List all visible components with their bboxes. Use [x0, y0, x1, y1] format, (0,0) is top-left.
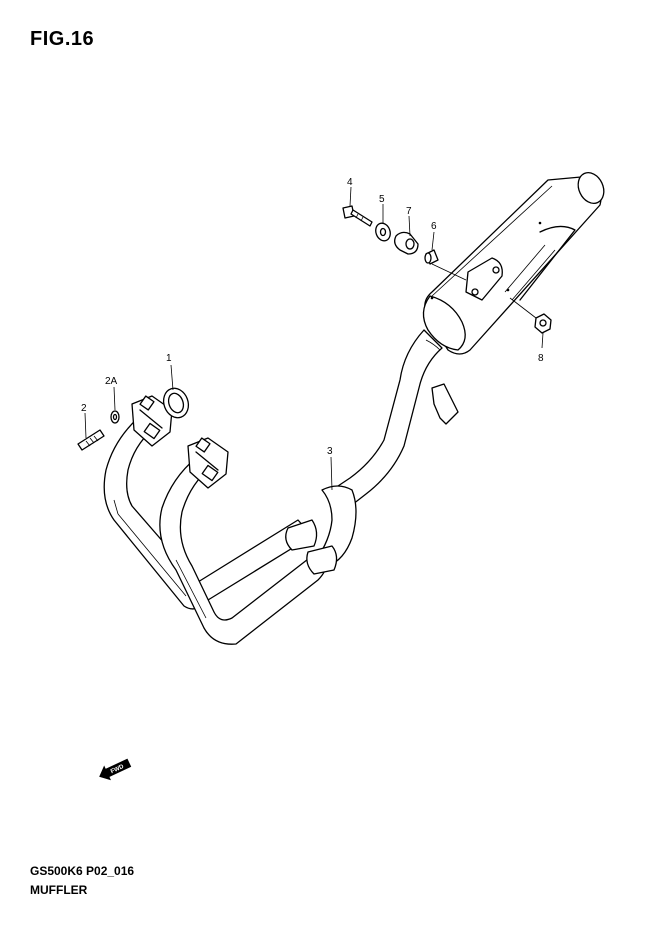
leader-lines: [84, 186, 544, 491]
muffler-body: [422, 171, 605, 355]
callout-5: 5: [379, 194, 385, 205]
callout-2: 2: [81, 403, 87, 414]
figure-title: FIG.16: [30, 28, 95, 50]
forward-arrow-icon: FWD: [99, 758, 132, 781]
callout-3: 3: [327, 446, 333, 457]
gasket-ring: [162, 387, 190, 419]
callout-6: 6: [431, 221, 437, 232]
exhaust-flange-right: [187, 437, 229, 489]
callout-8: 8: [538, 353, 544, 364]
figure-name: MUFFLER: [30, 883, 88, 897]
header-pipe-right: [159, 457, 328, 645]
muffler-bolt: [342, 205, 373, 227]
exhaust-flange-left: [131, 395, 173, 447]
muffler-nut: [534, 313, 552, 334]
crossover-joint: [285, 519, 338, 575]
stud-bolt: [77, 429, 105, 451]
callout-4: 4: [347, 177, 353, 188]
muffler-washer: [375, 222, 391, 242]
callout-7: 7: [406, 206, 412, 217]
stud-washer: [110, 410, 120, 424]
muffler-cushion: [394, 231, 419, 255]
muffler-collar: [424, 249, 439, 265]
forward-label: FWD: [110, 764, 126, 775]
callout-2a: 2A: [105, 376, 118, 387]
figure-code: GS500K6 P02_016: [30, 864, 135, 878]
collector: [315, 485, 357, 567]
callout-labels: 1 2 2A 3 4 5 7 6 8: [81, 177, 544, 457]
callout-1: 1: [166, 353, 172, 364]
mid-pipe: [331, 329, 459, 509]
